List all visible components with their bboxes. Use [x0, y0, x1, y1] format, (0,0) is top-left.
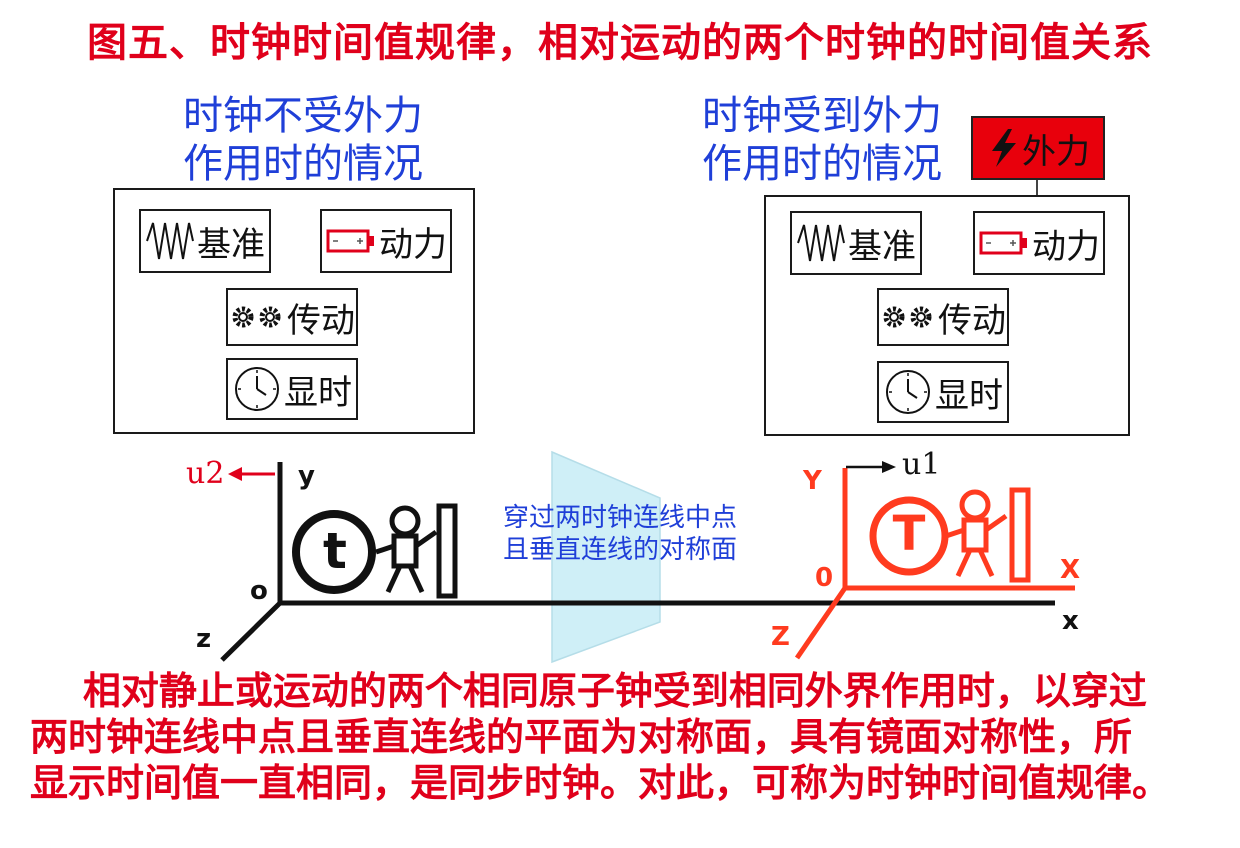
- right-power-box: 动力: [973, 211, 1105, 275]
- clock-icon: [235, 367, 279, 411]
- left-clock-face: [292, 510, 376, 594]
- left-drive-label: 传动: [287, 300, 355, 341]
- external-force-box: 外力: [971, 116, 1105, 180]
- right-pillar: [1009, 487, 1031, 583]
- waveform-icon: [797, 224, 845, 262]
- symmetry-plane: [551, 450, 661, 664]
- left-heading: 时钟不受外力 作用时的情况: [183, 93, 423, 187]
- force-label: 外力: [1022, 131, 1090, 172]
- u1-label: u1: [902, 447, 941, 482]
- waveform-icon: [146, 222, 194, 260]
- x-label: x: [1062, 606, 1079, 636]
- right-z-axis: [794, 586, 848, 660]
- left-origin-label: o: [250, 576, 268, 606]
- right-y-label: Y: [803, 466, 822, 496]
- right-base-label: 基准: [848, 226, 916, 267]
- left-velocity-arrow: [228, 467, 275, 481]
- right-x-label: X: [1060, 555, 1081, 585]
- clock-icon: [886, 370, 930, 414]
- right-heading: 时钟受到外力 作用时的情况: [702, 93, 942, 187]
- lightning-icon: [992, 129, 1016, 167]
- right-clock-face: [869, 496, 949, 576]
- left-power-box: 动力: [320, 209, 452, 273]
- page-title: 图五、时钟时间值规律，相对运动的两个时钟的时间值关系: [87, 20, 1153, 66]
- left-display-box: 显时: [226, 358, 358, 420]
- left-y-label: y: [298, 461, 315, 491]
- left-power-label: 动力: [379, 224, 447, 265]
- left-z-label: z: [196, 624, 212, 654]
- left-observer-group: [292, 503, 458, 599]
- right-z-label: Z: [771, 622, 790, 652]
- symmetry-plane-note: 穿过两时钟连线中点 且垂直连线的对称面: [502, 503, 737, 565]
- left-pillar: [436, 503, 458, 599]
- right-display-box: 显时: [877, 361, 1009, 423]
- left-base-label: 基准: [197, 224, 265, 265]
- conclusion-paragraph: 相对静止或运动的两个相同原子钟受到相同外界作用时，以穿过 两时钟连线中点且垂直连…: [30, 669, 1171, 805]
- right-origin-label: 0: [815, 563, 834, 593]
- reference-frames-scene: [220, 450, 1075, 664]
- right-velocity-arrow: [846, 461, 896, 473]
- battery-icon: [979, 231, 1027, 255]
- u2-label: u2: [186, 456, 225, 491]
- right-display-label: 显时: [935, 375, 1003, 416]
- left-clock-letter: t: [323, 522, 347, 580]
- right-observer-group: [869, 487, 1031, 583]
- left-person-icon: [375, 505, 438, 594]
- left-display-label: 显时: [284, 372, 352, 413]
- right-clock-letter: T: [892, 506, 926, 562]
- right-person-icon: [945, 489, 1008, 578]
- right-power-label: 动力: [1032, 226, 1100, 267]
- right-drive-label: 传动: [938, 300, 1006, 341]
- gears-icon: [883, 306, 932, 328]
- left-base-box: 基准: [139, 209, 271, 273]
- gears-icon: [232, 306, 281, 328]
- left-drive-box: 传动: [226, 288, 358, 346]
- right-base-box: 基准: [790, 211, 922, 275]
- right-drive-box: 传动: [877, 288, 1009, 346]
- left-z-axis: [220, 601, 282, 662]
- battery-icon: [326, 229, 374, 253]
